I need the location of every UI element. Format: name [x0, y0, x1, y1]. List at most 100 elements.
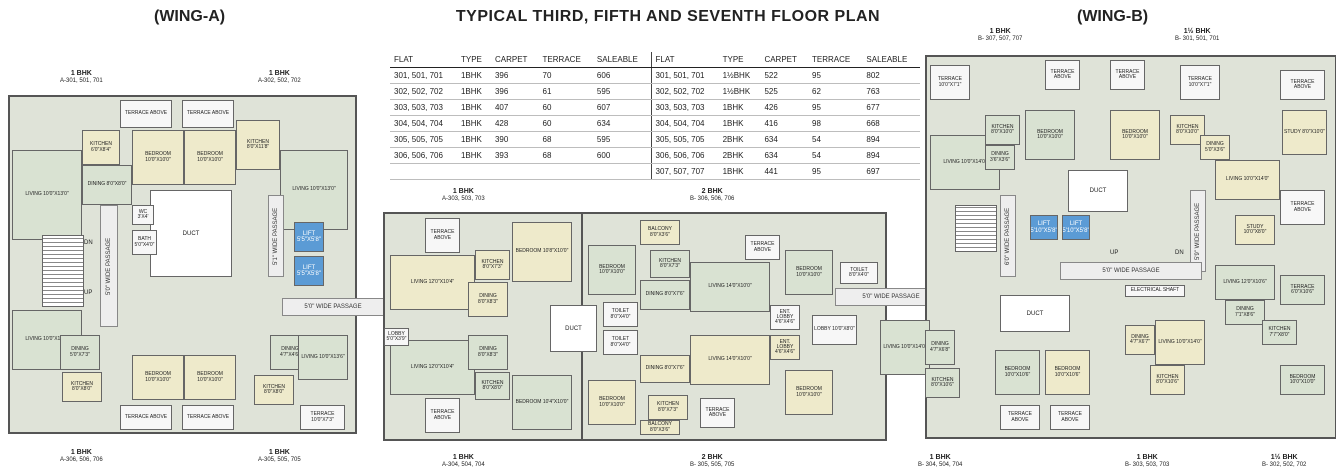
room-kitchen: KITCHEN 8'0"X11'8"	[236, 120, 280, 170]
terrace-above: TERRACE ABOVE	[1050, 405, 1090, 430]
room-kitchen: KITCHEN 6'0"X8'4"	[82, 130, 120, 165]
room-living: LIVING 10'0"X13'6"	[298, 335, 348, 380]
table-cell: 441	[760, 163, 809, 180]
table-cell: 1BHK	[718, 99, 761, 116]
area-table-header-row: FLAT TYPE CARPET TERRACE SALEABLE FLAT T…	[390, 52, 920, 68]
passage: 5'0" WIDE PASSAGE	[100, 205, 118, 327]
room-bedroom: BEDROOM 10'0"X10'0"	[1025, 110, 1075, 160]
col-header: TERRACE	[538, 52, 593, 68]
table-cell: 606	[592, 67, 652, 84]
room-ent-lobby: ENT. LOBBY 4'6"X4'6"	[770, 305, 800, 330]
room-bedroom: BEDROOM 10'0"X10'0"	[785, 250, 833, 295]
table-cell	[592, 163, 652, 180]
room-kitchen: KITCHEN 8'0"X7'3"	[475, 250, 510, 280]
room-bedroom: BEDROOM 10'0"X10'0"	[132, 355, 184, 400]
electrical-shaft: ELECTRICAL SHAFT	[1125, 285, 1185, 297]
room-dining: DINING 7'1"X8'6"	[1225, 300, 1265, 325]
lift: LIFT 5'10"X5'8"	[1030, 215, 1058, 240]
table-cell	[490, 163, 539, 180]
table-cell: 1BHK	[456, 83, 491, 100]
table-cell: 763	[862, 83, 920, 100]
terrace-above: TERRACE ABOVE	[700, 398, 735, 428]
table-cell: 396	[490, 83, 539, 100]
room-bedroom: BEDROOM 10'8"X10'0"	[512, 222, 572, 282]
terrace-above: TERRACE ABOVE	[425, 398, 460, 433]
table-cell	[456, 163, 491, 180]
table-cell	[390, 163, 457, 180]
room-kitchen: KITCHEN 8'0"X7'3"	[650, 250, 690, 278]
terrace-above: TERRACE ABOVE	[120, 405, 172, 430]
table-cell: 407	[490, 99, 539, 116]
terrace-above: TERRACE ABOVE	[1110, 60, 1145, 90]
table-cell: 428	[490, 115, 539, 132]
room-wc: WC 3'X4'	[132, 205, 154, 225]
table-cell: 95	[808, 163, 863, 180]
table-cell: 668	[862, 115, 920, 132]
room-kitchen: KITCHEN 8'0"X8'0"	[254, 375, 294, 405]
table-cell: 607	[592, 99, 652, 116]
terrace-above: TERRACE ABOVE	[182, 100, 234, 128]
room-living: LIVING 10'0"X14'0"	[1215, 160, 1280, 200]
table-cell: 307, 507, 707	[651, 163, 719, 180]
stair-up-mark: UP	[84, 290, 93, 296]
col-header: CARPET	[760, 52, 809, 68]
duct: DUCT	[1000, 295, 1070, 332]
table-cell: 426	[760, 99, 809, 116]
room-dining: DINING 5'0"X3'6"	[1200, 135, 1230, 160]
room-kitchen: KITCHEN 8'0"X8'0"	[475, 372, 510, 400]
terrace-above: TERRACE ABOVE	[1280, 190, 1325, 225]
table-cell: 1BHK	[456, 115, 491, 132]
table-cell: 2BHK	[718, 131, 761, 148]
table-cell: 54	[808, 131, 863, 148]
room-living: LIVING 10'0"X13'0"	[280, 150, 348, 230]
table-cell: 95	[808, 99, 863, 116]
room-living: LIVING 10'0"X13'0"	[12, 150, 82, 240]
table-cell: 306, 506, 706	[390, 147, 457, 164]
stair-up-mark: UP	[1110, 250, 1119, 256]
table-cell: 522	[760, 67, 809, 84]
passage: 5'0" WIDE PASSAGE	[282, 298, 384, 316]
area-table: FLAT TYPE CARPET TERRACE SALEABLE FLAT T…	[390, 52, 920, 180]
room-living: LIVING 12'0"X10'4"	[390, 340, 475, 395]
col-header: TYPE	[456, 52, 491, 68]
table-cell: 305, 505, 705	[651, 131, 719, 148]
table-cell: 60	[538, 115, 593, 132]
room-kitchen: KITCHEN 8'0"X10'6"	[925, 368, 960, 398]
terrace-above: TERRACE ABOVE	[1000, 405, 1040, 430]
room-dining: DINING 8'0"X8'0"	[82, 165, 132, 205]
room-bedroom: BEDROOM 10'0"X10'0"	[588, 245, 636, 295]
room-toilet: TOILET 8'0"X4'0"	[603, 302, 638, 327]
table-cell: 68	[538, 131, 593, 148]
col-header: TYPE	[718, 52, 761, 68]
table-cell: 303, 503, 703	[390, 99, 457, 116]
table-cell	[538, 163, 593, 180]
table-cell: 396	[490, 67, 539, 84]
room-living: LIVING 12'0"X10'4"	[390, 255, 475, 310]
table-cell: 634	[592, 115, 652, 132]
page-title: TYPICAL THIRD, FIFTH AND SEVENTH FLOOR P…	[455, 8, 881, 25]
passage: 5'0" WIDE PASSAGE	[1060, 262, 1202, 280]
table-cell: 1½BHK	[718, 67, 761, 84]
room-study: STUDY 8'0"X10'0"	[1282, 110, 1327, 155]
room-kitchen: KITCHEN 8'0"X10'6"	[1150, 365, 1185, 395]
table-cell: 1BHK	[456, 67, 491, 84]
staircase	[955, 205, 997, 252]
table-cell: 304, 504, 704	[390, 115, 457, 132]
room-kitchen: KITCHEN 8'0"X10'0"	[985, 115, 1020, 145]
table-cell: 802	[862, 67, 920, 84]
table-cell: 393	[490, 147, 539, 164]
room-dining: DINING 8'0"X7'6"	[640, 280, 690, 310]
terrace-above: TERRACE ABOVE	[120, 100, 172, 128]
room-toilet: TOILET 8'0"X4'0"	[840, 262, 878, 284]
room-lobby: LOBBY 5'0"X3'9"	[384, 328, 409, 346]
room-kitchen: KITCHEN 8'0"X8'0"	[62, 372, 102, 402]
room-bedroom: BEDROOM 10'0"X10'0"	[1280, 365, 1325, 395]
table-cell: 634	[760, 131, 809, 148]
